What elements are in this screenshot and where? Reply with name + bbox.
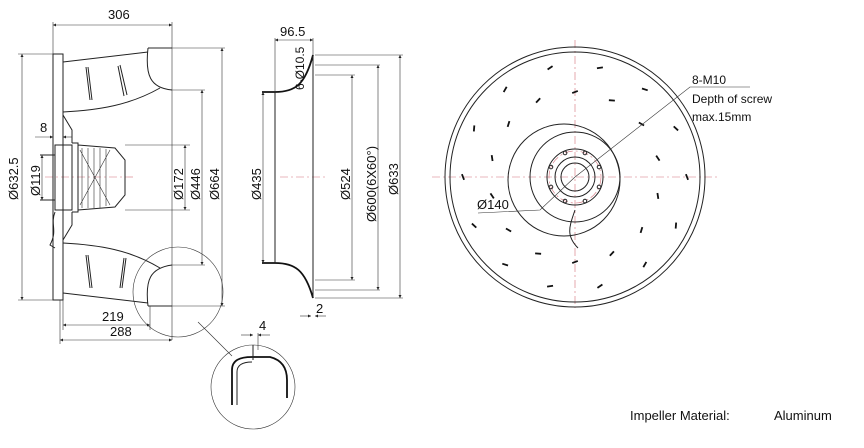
shroud-lower [62, 242, 173, 307]
front-view: 8-M10 Depth of screw max.15mm Ø140 [432, 40, 772, 308]
dim-172: Ø172 [171, 168, 186, 200]
dim-633: Ø633 [386, 163, 401, 195]
blade-mark [571, 260, 579, 264]
blade-mark [641, 87, 648, 92]
blade-mark [655, 155, 661, 162]
mounting-hole [582, 150, 588, 156]
blade-mark [596, 66, 604, 70]
blade-mark [471, 222, 477, 229]
dim-219: 219 [102, 309, 124, 324]
blade-mark [685, 173, 689, 181]
mounting-holes [548, 150, 602, 204]
blade-mark [502, 86, 508, 93]
dim-446: Ø446 [188, 168, 203, 200]
blade-mark [609, 250, 615, 257]
mounting-hole [562, 198, 568, 204]
mounting-hole [548, 184, 554, 190]
dim-288: 288 [110, 324, 132, 339]
dim-holes: 6-Ø10.5 [293, 46, 307, 90]
screw-spec: 8-M10 [692, 73, 726, 87]
blade-mark [547, 65, 554, 71]
leader-lines [477, 86, 750, 214]
blade-mark [489, 192, 495, 199]
dim-524: Ø524 [338, 168, 353, 200]
ring-profile [262, 54, 314, 299]
blade-mark [571, 90, 579, 94]
material-label: Impeller Material: [630, 408, 730, 423]
mounting-hole [548, 164, 554, 170]
material-value: Aluminum [774, 408, 832, 423]
mounting-hole [596, 164, 602, 170]
dim-2: 2 [316, 301, 323, 316]
blade-mark [656, 192, 660, 200]
flange [52, 53, 64, 301]
mounting-hole [582, 198, 588, 204]
dim-632-5: Ø632.5 [6, 157, 21, 200]
screw-depth-line2: max.15mm [692, 110, 751, 124]
screw-depth-line1: Depth of screw [692, 92, 772, 106]
inlet-ring-view: 96.5 6-Ø10.5 Ø435 Ø524 Ø600(6X60°) Ø633 … [249, 24, 403, 318]
mounting-hole [562, 150, 568, 156]
blade-mark [490, 154, 494, 162]
blade-mark [505, 227, 512, 233]
dim-96-5: 96.5 [280, 24, 305, 39]
dim-600: Ø600(6X60°) [364, 146, 379, 222]
impeller-outer-rim [444, 46, 706, 308]
blade-mark [535, 97, 541, 104]
dim-435: Ø435 [249, 168, 264, 200]
blade-mark [596, 283, 603, 289]
side-view: 306 Ø632.5 Ø119 8 Ø172 Ø446 Ø664 219 288… [6, 7, 296, 430]
blade-marks [461, 65, 689, 289]
blade-mark [639, 226, 644, 234]
mounting-hole [596, 184, 602, 190]
shroud-upper [62, 47, 173, 113]
dim-140: Ø140 [477, 197, 509, 212]
dim-306: 306 [108, 7, 130, 22]
blade-mark [506, 120, 511, 128]
dim-4: 4 [259, 318, 266, 333]
blade-mark [461, 173, 465, 181]
motor [54, 142, 126, 213]
dim-119: Ø119 [28, 165, 43, 196]
dim-8: 8 [40, 120, 47, 135]
detail-callout-circle [132, 246, 224, 338]
blade-mark [638, 121, 645, 127]
dim-664: Ø664 [207, 168, 222, 200]
blade-mark [673, 125, 679, 132]
blade-mark [546, 284, 554, 288]
blade-mark [642, 261, 648, 268]
blade-mark [502, 262, 509, 267]
